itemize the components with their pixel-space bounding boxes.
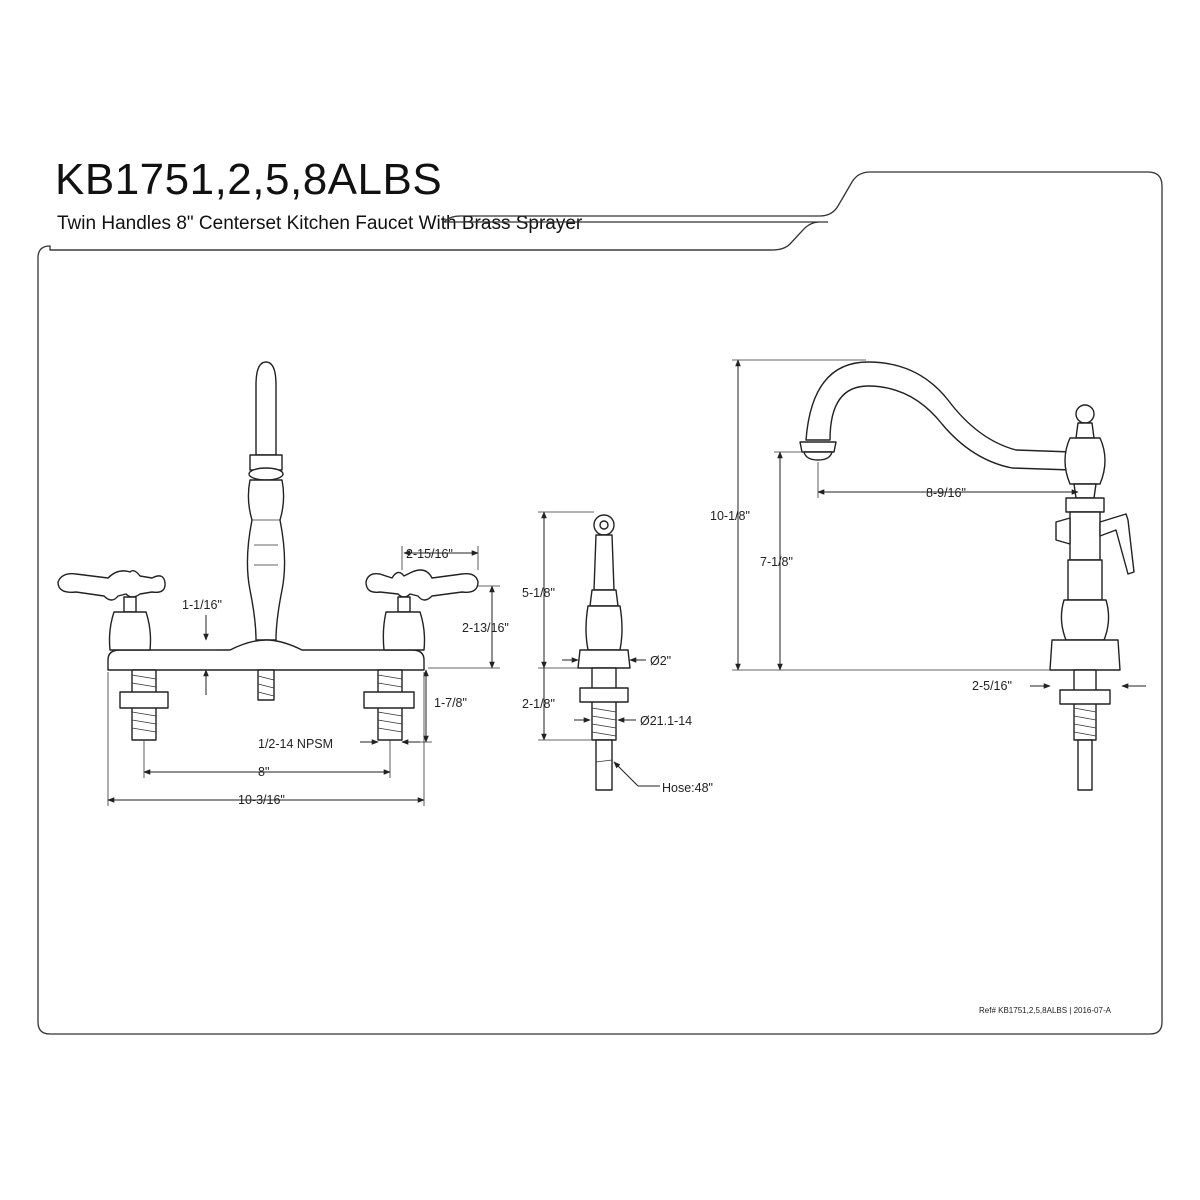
dim-sprayer-base-diameter: Ø2" xyxy=(650,654,671,668)
dim-handle-width: 2-15/16" xyxy=(406,547,453,561)
dim-spout-height: 7-1/8" xyxy=(760,555,793,569)
product-description: Twin Handles 8" Centerset Kitchen Faucet… xyxy=(57,213,583,234)
dim-center-spacing: 8" xyxy=(258,765,269,779)
drawing-reference: Ref# KB1751,2,5,8ALBS | 2016-07-A xyxy=(979,1006,1112,1015)
model-title: KB1751,2,5,8ALBS xyxy=(55,155,443,204)
dim-sprayer-thread: Ø21.1-14 xyxy=(640,714,692,728)
dim-sprayer-height: 5-1/8" xyxy=(522,586,555,600)
dim-thread: 1/2-14 NPSM xyxy=(258,737,333,751)
front-view: 1-1/16" 2-15/16" 2-13/16" 1-7/8" 1/2-14 … xyxy=(57,361,509,807)
dim-hose-length: Hose:48" xyxy=(662,781,713,795)
sprayer-view: 5-1/8" Ø2" 2-1/8" Ø21.1-14 Hose:48" xyxy=(522,511,713,795)
dim-shank-length: 1-7/8" xyxy=(434,696,467,710)
dim-sprayer-shank: 2-1/8" xyxy=(522,697,555,711)
side-view: 10-1/8" 7-1/8" 8-9/16" 2-5/16" xyxy=(710,359,1146,791)
dim-total-height: 10-1/8" xyxy=(710,509,750,523)
dim-handle-total-height: 2-13/16" xyxy=(462,621,509,635)
dim-base-width: 10-3/16" xyxy=(238,793,285,807)
dim-handle-height: 1-1/16" xyxy=(182,598,222,612)
dim-base-depth: 2-5/16" xyxy=(972,679,1012,693)
sheet-frame xyxy=(37,171,1163,1035)
dim-spout-reach: 8-9/16" xyxy=(926,486,966,500)
